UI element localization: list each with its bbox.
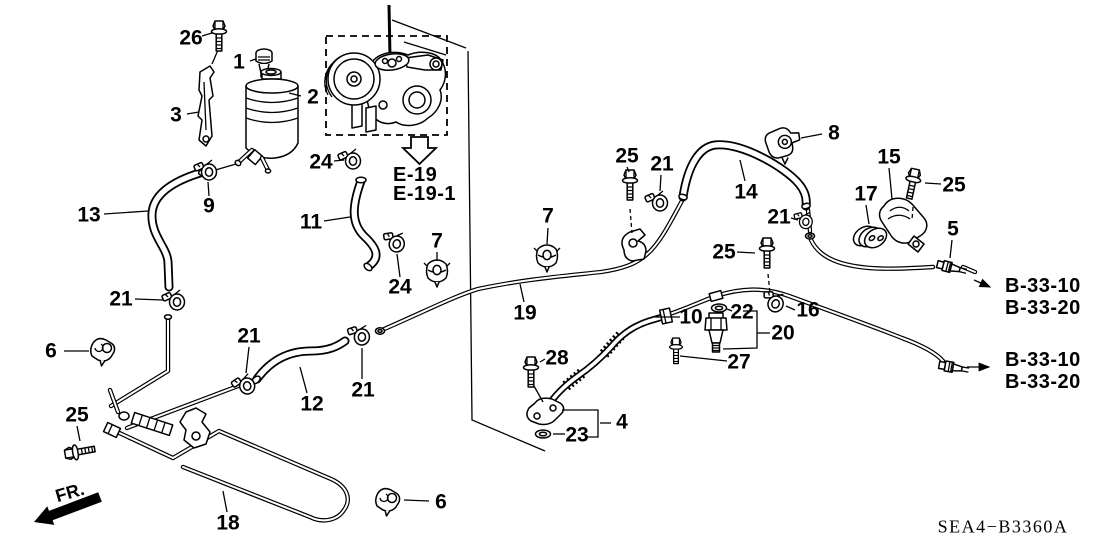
- reservoir-bracket: [197, 65, 215, 147]
- callout-27: 27: [727, 350, 751, 374]
- joint-lower: [937, 359, 971, 376]
- callout-1: 1: [233, 50, 245, 74]
- callout-20: 20: [771, 321, 795, 345]
- callout-15: 15: [877, 145, 901, 169]
- callout-28: 28: [545, 346, 569, 370]
- pump-detail-box: [324, 35, 448, 136]
- banjo-fitting: [526, 385, 565, 426]
- clip-6b: [374, 487, 401, 517]
- callout-16: 16: [796, 298, 820, 322]
- callout-5: 5: [947, 217, 959, 241]
- callout-24-b: 24: [388, 275, 412, 299]
- callout-7-a: 7: [431, 229, 443, 253]
- clamp-21a: [160, 289, 186, 311]
- hoses: [147, 140, 811, 407]
- callout-25-d: 25: [65, 403, 89, 427]
- callout-6-a: 6: [45, 339, 57, 363]
- steering-ref-lower-line-2: B-33-20: [1005, 371, 1081, 393]
- callout-13: 13: [77, 203, 101, 227]
- clip-6a: [89, 337, 116, 367]
- callout-25-a: 25: [615, 144, 639, 168]
- callout-18: 18: [216, 511, 240, 535]
- callout-25-b: 25: [942, 173, 966, 197]
- clamp-24a: [336, 148, 362, 170]
- clamp-24b: [379, 227, 408, 255]
- callout-23: 23: [565, 423, 589, 447]
- clamp-21c: [344, 322, 372, 347]
- front-direction-arrow-icon: [34, 492, 102, 525]
- callout-9: 9: [203, 194, 215, 218]
- callout-21-c: 21: [351, 378, 375, 402]
- bolt-28: [522, 356, 540, 388]
- callout-3: 3: [170, 103, 182, 127]
- engine-ref-line-1: E-19: [393, 164, 438, 186]
- reservoir-assembly: [197, 48, 299, 174]
- callout-21-d: 21: [650, 152, 674, 176]
- steering-ref-lower-line-1: B-33-10: [1005, 349, 1081, 371]
- bolt-25c: [758, 237, 776, 269]
- clamp-7b: [533, 244, 561, 273]
- callout-19: 19: [513, 301, 537, 325]
- callout-25-c: 25: [712, 240, 736, 264]
- leader-lines: [64, 32, 992, 513]
- callout-21-b: 21: [237, 324, 261, 348]
- callout-6-b: 6: [435, 490, 447, 514]
- callout-14: 14: [734, 180, 758, 204]
- callout-21-a: 21: [109, 287, 133, 311]
- steering-ref-upper-line-2: B-33-20: [1005, 297, 1081, 319]
- callout-22: 22: [730, 300, 754, 324]
- callout-2: 2: [307, 85, 319, 109]
- drawing-code: SEA4−B3360A: [937, 516, 1069, 537]
- callout-10: 10: [679, 305, 703, 329]
- callout-26: 26: [179, 26, 203, 50]
- bolt-25b: [901, 166, 924, 201]
- callout-8: 8: [828, 121, 840, 145]
- pump-line-unions: [102, 407, 211, 449]
- callout-7-b: 7: [542, 204, 554, 228]
- callout-24-a: 24: [309, 150, 333, 174]
- callout-12: 12: [300, 392, 324, 416]
- callout-4: 4: [616, 410, 628, 434]
- engine-ref-line-2: E-19-1: [393, 183, 457, 205]
- callout-21-e: 21: [767, 205, 791, 229]
- clamp-21b: [229, 372, 257, 398]
- bolt-25d: [63, 440, 97, 463]
- pipe-hook-bracket: [179, 407, 211, 449]
- detail-ref-arrow-icon: [400, 136, 439, 166]
- plane-edge-lines: [387, 4, 546, 452]
- pipe-stay-and-grommets: [621, 197, 928, 294]
- clamp-21d: [643, 190, 669, 212]
- steering-ref-upper-line-1: B-33-10: [1005, 275, 1081, 297]
- pipes: [107, 196, 978, 523]
- bolt-26: [210, 20, 228, 52]
- pressure-sensor-assembly: [668, 289, 728, 365]
- callout-11: 11: [299, 210, 323, 234]
- bolt-25a: [621, 169, 639, 201]
- clamp-7a: [423, 259, 451, 288]
- oring-23: [534, 429, 552, 439]
- callout-17: 17: [854, 182, 878, 206]
